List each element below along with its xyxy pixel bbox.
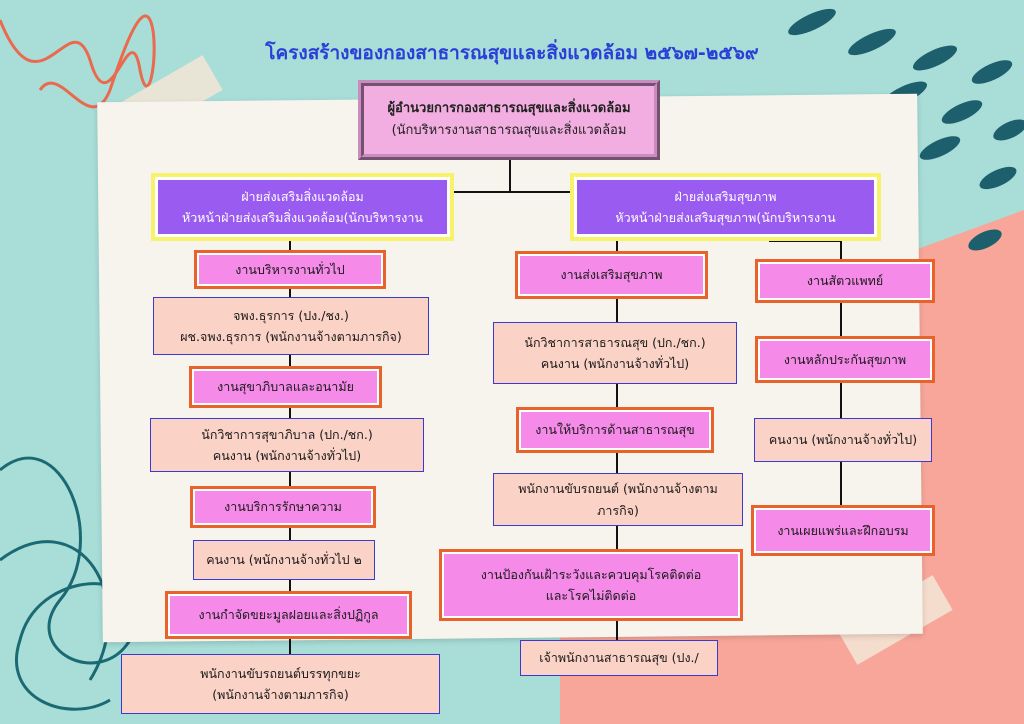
general-admin-staff: จพง.ธุรการ (ปง./ชง.) ผช.จพง.ธุรการ (พนัก… [153, 297, 429, 355]
staff-line: (พนักงานจ้างตามภารกิจ) [212, 687, 349, 702]
cleaning-service-unit: งานบริการรักษาความ [190, 486, 376, 528]
health-promotion-staff: นักวิชาการสาธารณสุข (ปก./ชก.) คนงาน (พนั… [493, 322, 737, 384]
unit-label: งานกำจัดขยะมูลฝอยและสิ่งปฏิกูล [198, 607, 379, 623]
page-title: โครงสร้างของกองสาธารณสุขและสิ่งแวดล้อม ๒… [265, 42, 759, 64]
unit-label: งานให้บริการด้านสาธารณสุข [535, 422, 695, 438]
public-health-service-unit: งานให้บริการด้านสาธารณสุข [516, 407, 714, 453]
staff-line: เจ้าพนักงานสาธารณสุข (ปง./ [539, 650, 699, 666]
orange-scribble [0, 14, 156, 109]
training-unit: งานเผยแพร่และฝึกอบรม [751, 505, 935, 556]
unit-label: งานบริการรักษาความ [224, 499, 342, 515]
unit-label: งานป้องกันเฝ้าระวังและควบคุมโรคติดต่อ [480, 566, 702, 582]
connector [509, 159, 511, 191]
health-department-box: ฝ่ายส่งเสริมสุขภาพ หัวหน้าฝ่ายส่งเสริมสุ… [570, 173, 881, 241]
unit-label: งานบริหารงานทั่วไป [235, 261, 345, 277]
veterinary-unit: งานสัตวแพทย์ [755, 259, 935, 303]
health-insurance-unit: งานหลักประกันสุขภาพ [755, 336, 935, 383]
director-position: (นักบริหารงานสาธารณสุขและสิ่งแวดล้อม [391, 123, 627, 138]
director-title: ผู้อำนวยการกองสาธารณสุขและสิ่งแวดล้อม [387, 100, 631, 116]
unit-label: งานหลักประกันสุขภาพ [783, 351, 907, 367]
environment-department-head: หัวหน้าฝ่ายส่งเสริมสิ่งแวดล้อม(นักบริหาร… [182, 210, 423, 225]
general-admin-unit: งานบริหารงานทั่วไป [194, 250, 386, 289]
connector [452, 191, 574, 193]
public-health-service-staff: พนักงานขับรถยนต์ (พนักงานจ้างตาม ภารกิจ) [493, 473, 743, 526]
waste-disposal-staff: พนักงานขับรถยนต์บรรทุกขยะ (พนักงานจ้างตา… [121, 654, 440, 714]
unit-label: งานเผยแพร่และฝึกอบรม [777, 522, 909, 538]
staff-line: คนงาน (พนักงานจ้างทั่วไป) [212, 448, 362, 463]
sanitation-unit: งานสุขาภิบาลและอนามัย [189, 366, 382, 408]
teal-dots [788, 8, 1024, 251]
staff-line: จพง.ธุรการ (ปง./ชง.) [233, 307, 349, 323]
unit-label: งานส่งเสริมสุขภาพ [560, 267, 663, 283]
disease-control-staff: เจ้าพนักงานสาธารณสุข (ปง./ [520, 640, 718, 676]
disease-control-unit: งานป้องกันเฝ้าระวังและควบคุมโรคติดต่อ แล… [439, 549, 743, 621]
unit-label: และโรคไม่ติดต่อ [545, 588, 637, 603]
health-department-head: หัวหน้าฝ่ายส่งเสริมสุขภาพ(นักบริหารงาน [615, 210, 836, 225]
cleaning-service-staff: คนงาน (พนักงานจ้างทั่วไป ๒ [193, 540, 375, 580]
staff-line: ภารกิจ) [597, 502, 639, 518]
staff-line: ผช.จพง.ธุรการ (พนักงานจ้างตามภารกิจ) [180, 329, 402, 344]
director-box: ผู้อำนวยการกองสาธารณสุขและสิ่งแวดล้อม (น… [358, 80, 660, 160]
staff-line: คนงาน (พนักงานจ้างทั่วไป) [768, 432, 918, 448]
staff-line: นักวิชาการสาธารณสุข (ปก./ชก.) [524, 334, 706, 350]
unit-label: งานสุขาภิบาลและอนามัย [217, 379, 354, 395]
health-promotion-unit: งานส่งเสริมสุขภาพ [515, 251, 708, 299]
staff-line: นักวิชาการสุขาภิบาล (ปก./ชก.) [201, 426, 373, 442]
sanitation-staff: นักวิชาการสุขาภิบาล (ปก./ชก.) คนงาน (พนั… [150, 418, 424, 472]
waste-disposal-unit: งานกำจัดขยะมูลฝอยและสิ่งปฏิกูล [165, 591, 412, 639]
environment-department-name: ฝ่ายส่งเสริมสิ่งแวดล้อม [241, 188, 364, 204]
staff-line: พนักงานขับรถยนต์ (พนักงานจ้างตาม [518, 481, 718, 497]
staff-line: คนงาน (พนักงานจ้างทั่วไป) [540, 356, 690, 371]
environment-department-box: ฝ่ายส่งเสริมสิ่งแวดล้อม หัวหน้าฝ่ายส่งเส… [151, 173, 454, 241]
staff-line: คนงาน (พนักงานจ้างทั่วไป ๒ [206, 552, 362, 568]
staff-line: พนักงานขับรถยนต์บรรทุกขยะ [200, 665, 361, 681]
health-department-name: ฝ่ายส่งเสริมสุขภาพ [674, 188, 777, 204]
connector [769, 240, 841, 242]
connector [840, 240, 842, 540]
unit-label: งานสัตวแพทย์ [806, 273, 884, 289]
health-insurance-staff: คนงาน (พนักงานจ้างทั่วไป) [754, 418, 932, 462]
